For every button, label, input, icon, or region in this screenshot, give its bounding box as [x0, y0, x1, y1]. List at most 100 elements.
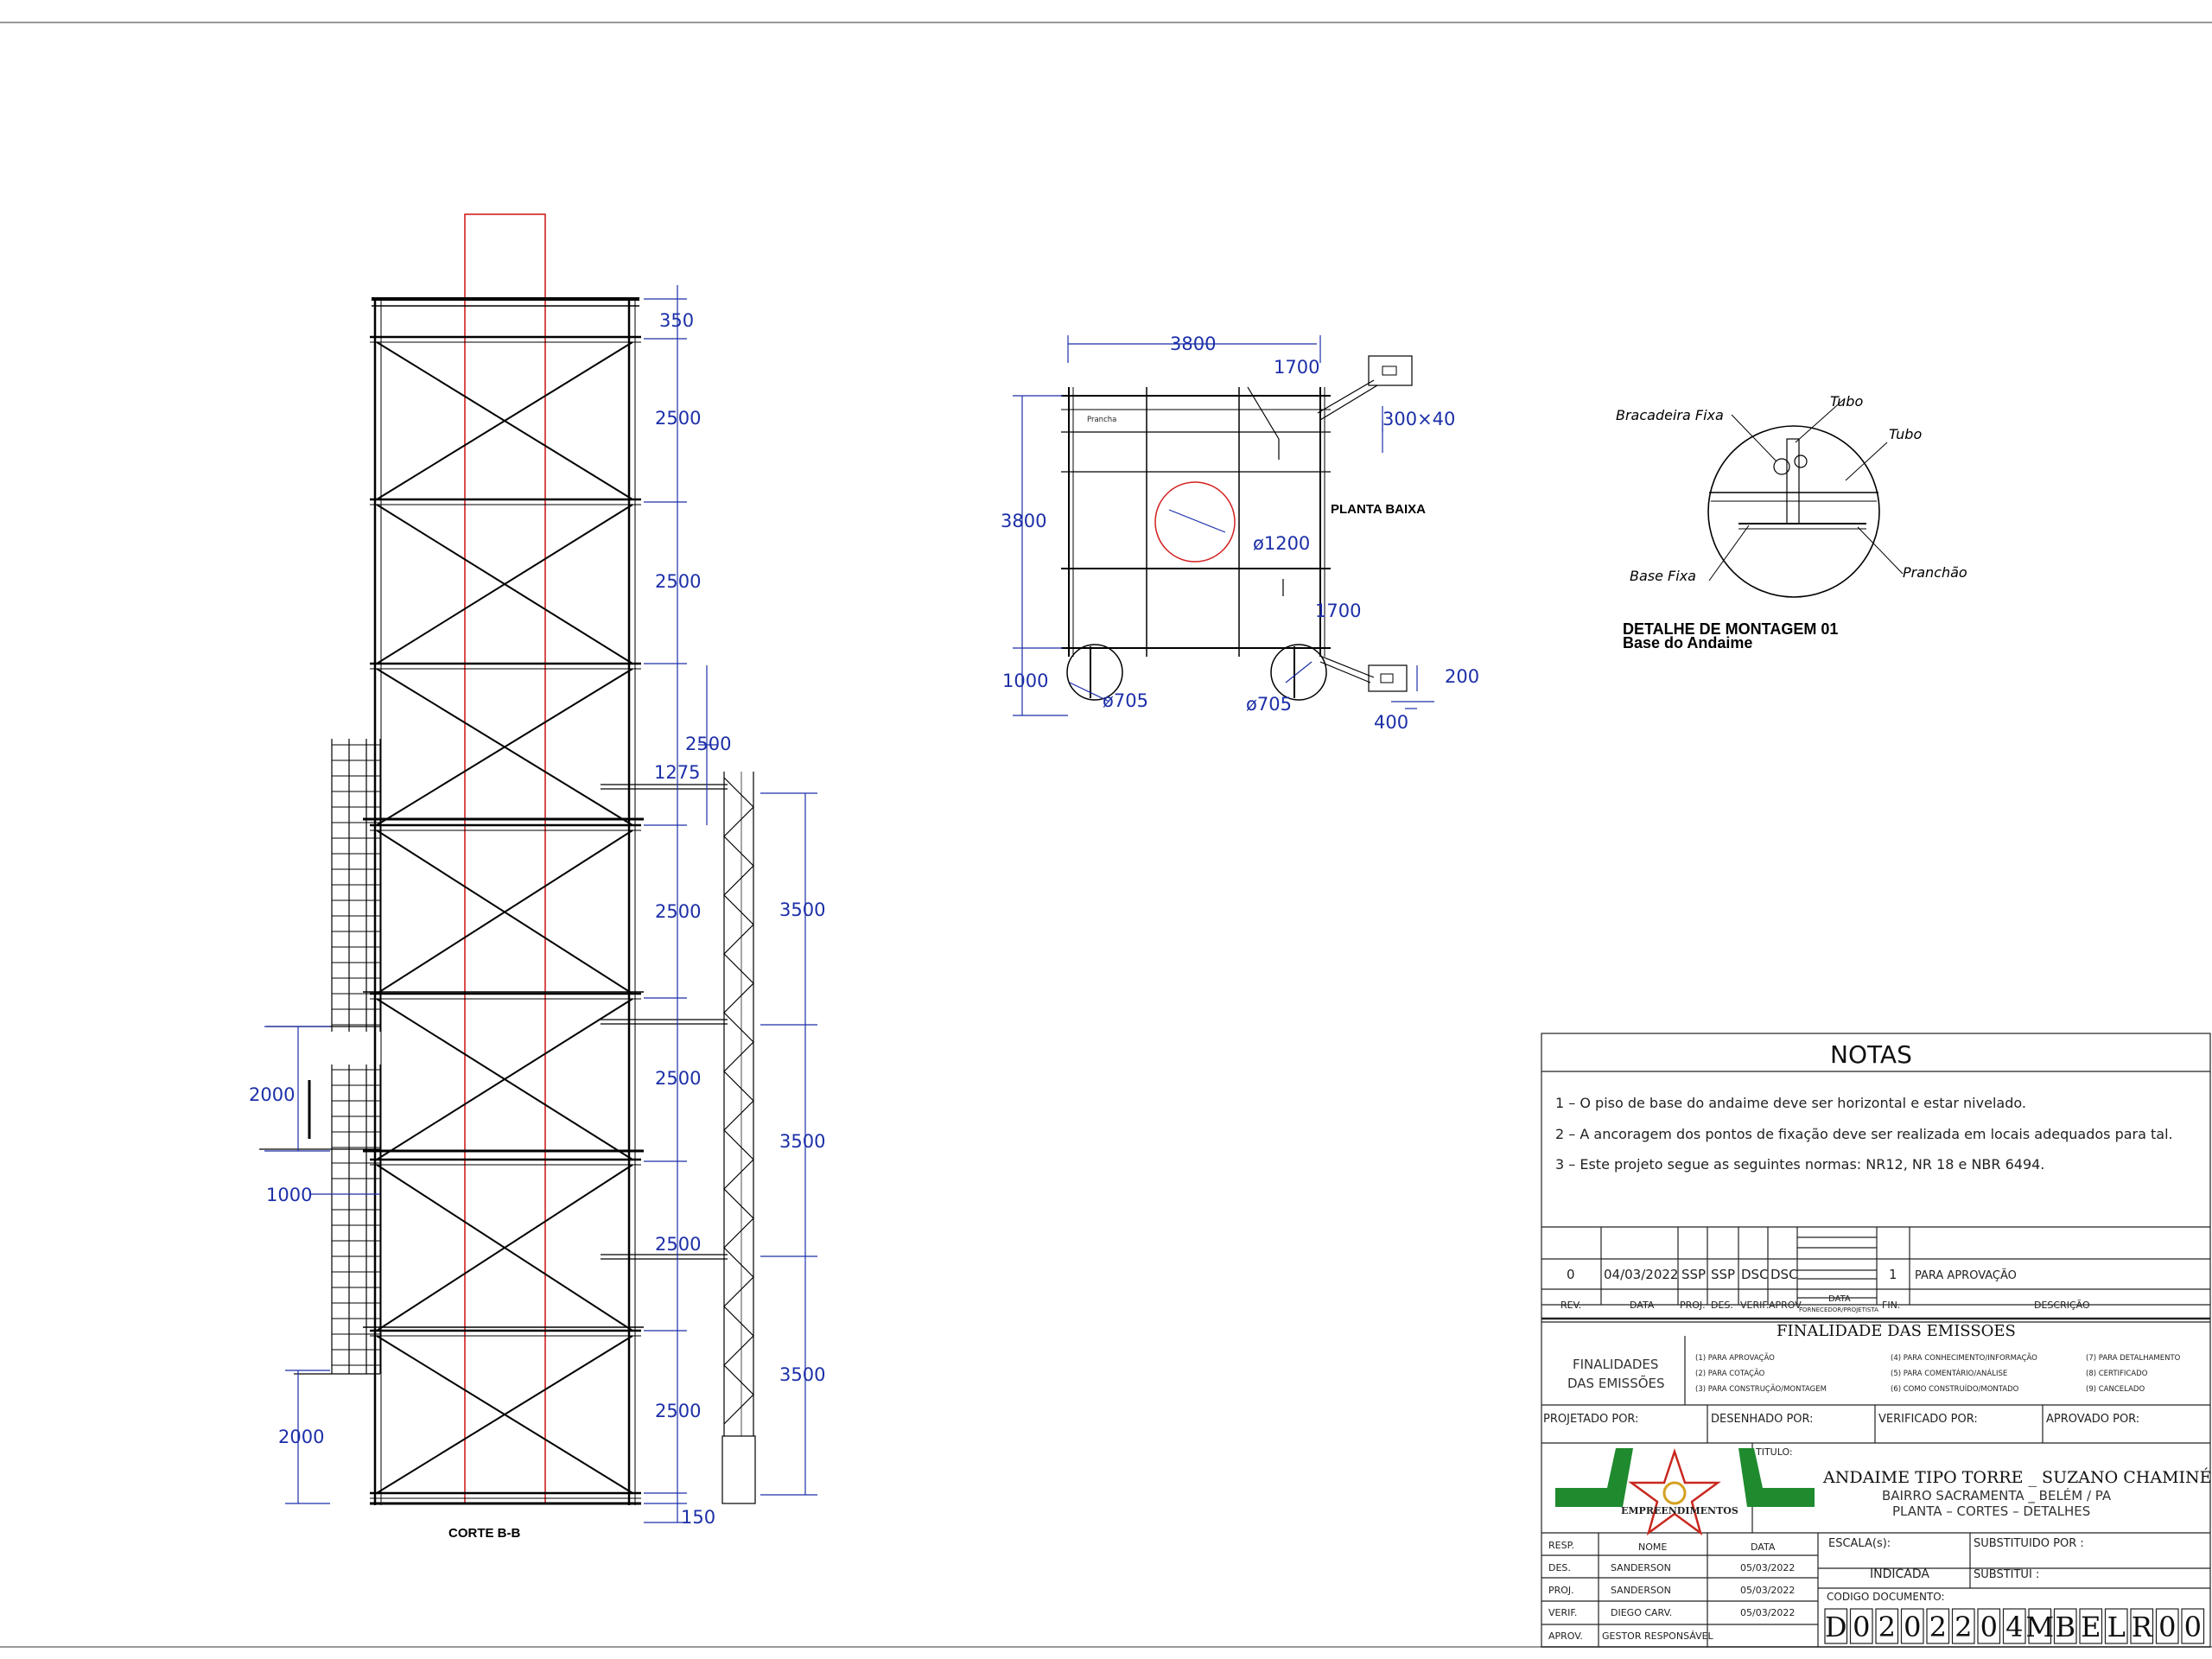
access-ladder: [259, 739, 381, 1375]
drawing-subtitle-1: BAIRRO SACRAMENTA _ BELÉM / PA: [1882, 1487, 2112, 1504]
tower-elevation: [370, 213, 641, 1505]
code-char: 0: [2158, 1611, 2176, 1643]
svg-text:EMPREENDIMENTOS: EMPREENDIMENTOS: [1621, 1505, 1738, 1516]
code-box: [1926, 1608, 1950, 1644]
dim-2500-d: 2500: [655, 901, 701, 922]
finalidade-opt-7: (7) PARA DETALHAMENTO: [2086, 1354, 2181, 1363]
title-block: [1541, 1033, 2211, 1648]
code-box: [2181, 1608, 2205, 1644]
code-box: [1849, 1608, 1873, 1644]
code-box: [2053, 1608, 2077, 1644]
person-3-nome: DIEGO CARV.: [1611, 1607, 1672, 1618]
callout-tubo-2: Tubo: [1889, 426, 1922, 442]
rev-h-fornecedor: FORNECEDOR/PROJETISTA: [1799, 1306, 1878, 1313]
code-char: D: [1825, 1611, 1847, 1643]
plank-label: Prancha: [1087, 416, 1116, 424]
rev-h-data2: DATA: [1828, 1294, 1851, 1304]
person-4-nome: GESTOR RESPONSÁVEL: [1602, 1630, 1714, 1642]
rev-h-descricao: DESCRIÇÃO: [2034, 1300, 2090, 1311]
dim-2500-b: 2500: [655, 571, 701, 592]
plan-dim-pad-w: 400: [1374, 712, 1408, 733]
dim-mast-3500-c: 3500: [779, 1364, 825, 1385]
code-char: 4: [2005, 1611, 2023, 1643]
plan-dim-offset-top: 1700: [1274, 357, 1319, 378]
dim-mast-3500-a: 3500: [779, 899, 825, 920]
dim-2500-c: 2500: [685, 734, 731, 754]
person-1-resp: DES.: [1548, 1562, 1571, 1573]
rev-h-data: DATA: [1630, 1300, 1655, 1311]
dim-left-2000-a: 2000: [249, 1084, 295, 1105]
callout-planchao: Pranchão: [1903, 564, 1967, 581]
code-char: E: [2081, 1611, 2101, 1643]
note-1: 1 – O piso de base do andaime deve ser h…: [1555, 1095, 2026, 1111]
company-logo: EMPREENDIMENTOS: [1555, 1448, 1815, 1536]
finalidade-opt-6: (6) COMO CONSTRUÍDO/MONTADO: [1891, 1383, 2019, 1394]
person-2-nome: SANDERSON: [1611, 1585, 1671, 1596]
code-char: 0: [1980, 1611, 1998, 1643]
plan-dim-hole: ø1200: [1253, 533, 1310, 554]
code-char: 2: [1929, 1611, 1947, 1643]
dim-left-1000: 1000: [266, 1185, 312, 1205]
callout-base-fixa: Base Fixa: [1630, 568, 1696, 584]
plan-dim-pad-h: 200: [1445, 666, 1479, 687]
person-3-data: 05/03/2022: [1740, 1607, 1795, 1618]
code-char: B: [2055, 1611, 2075, 1643]
finalidade-opt-1: (1) PARA APROVAÇÃO: [1695, 1353, 1775, 1363]
hdr-nome: NOME: [1638, 1541, 1667, 1553]
code-box: [1900, 1608, 1924, 1644]
dim-mast-3500-b: 3500: [779, 1131, 825, 1152]
rev-value: 0: [1567, 1267, 1575, 1282]
code-box: [2130, 1608, 2154, 1644]
signoff-verificado: VERIFICADO POR:: [1878, 1413, 1978, 1426]
titulo-label: TITULO:: [1755, 1446, 1793, 1458]
code-box: [2079, 1608, 2103, 1644]
code-box: [1824, 1608, 1848, 1644]
finalidade-opt-3: (3) PARA CONSTRUÇÃO/MONTAGEM: [1695, 1384, 1827, 1394]
code-box: [1977, 1608, 2001, 1644]
plan-view: [1061, 355, 1413, 701]
detail-01: [1707, 398, 1904, 598]
rev-fin: 1: [1889, 1267, 1897, 1282]
plan-dim-plate: 300×40: [1382, 409, 1455, 429]
codigo-label: CODIGO DOCUMENTO:: [1827, 1591, 1945, 1603]
signoff-aprovado: APROVADO POR:: [2046, 1413, 2139, 1426]
drawing-title: ANDAIME TIPO TORRE _ SUZANO CHAMINÉ ICAV…: [1822, 1467, 2212, 1487]
person-1-data: 05/03/2022: [1740, 1562, 1795, 1573]
tower-dimension-chain: [644, 285, 717, 1523]
plan-dim-width: 3800: [1170, 334, 1216, 354]
code-char: 2: [1955, 1611, 1972, 1643]
plan-dim-base-ext: 1000: [1002, 671, 1048, 691]
section-label: CORTE B-B: [448, 1526, 520, 1541]
finalidade-label-2: DAS EMISSÕES: [1567, 1375, 1665, 1391]
plan-label: PLANTA BAIXA: [1331, 502, 1426, 517]
person-2-data: 05/03/2022: [1740, 1585, 1795, 1596]
dim-2500-e: 2500: [655, 1068, 701, 1089]
note-2: 2 – A ancoragem dos pontos de fixação de…: [1555, 1126, 2173, 1142]
finalidade-opt-2: (2) PARA COTAÇÃO: [1695, 1369, 1765, 1378]
plan-dim-wheel-left: ø705: [1103, 690, 1148, 711]
dim-2500-a: 2500: [655, 408, 701, 429]
finalidade-opt-4: (4) PARA CONHECIMENTO/INFORMAÇÃO: [1891, 1353, 2037, 1363]
code-box: [2028, 1608, 2052, 1644]
code-box: [2002, 1608, 2026, 1644]
rev-h-des: DES.: [1711, 1300, 1733, 1311]
person-1-nome: SANDERSON: [1611, 1562, 1671, 1573]
person-4-resp: APROV.: [1548, 1630, 1583, 1642]
notes-title: NOTAS: [1830, 1040, 1912, 1069]
rev-h-proj: PROJ.: [1680, 1300, 1706, 1311]
code-char: M: [2025, 1611, 2054, 1643]
tower-bays: [370, 335, 641, 1499]
hdr-resp: RESP.: [1548, 1540, 1574, 1551]
signoff-projetado: PROJETADO POR:: [1543, 1413, 1638, 1426]
note-3: 3 – Este projeto segue as seguintes norm…: [1555, 1156, 2044, 1173]
dim-1275: 1275: [654, 762, 700, 783]
code-char: 0: [1904, 1611, 1921, 1643]
substituido-label: SUBSTITUIDO POR :: [1974, 1537, 2084, 1550]
rev-proj: SSP: [1681, 1267, 1706, 1282]
detail-subtitle: Base do Andaime: [1623, 634, 1752, 652]
detail-title: DETALHE DE MONTAGEM 01: [1623, 620, 1838, 638]
dim-2500-f: 2500: [655, 1234, 701, 1255]
code-char: L: [2107, 1611, 2126, 1643]
